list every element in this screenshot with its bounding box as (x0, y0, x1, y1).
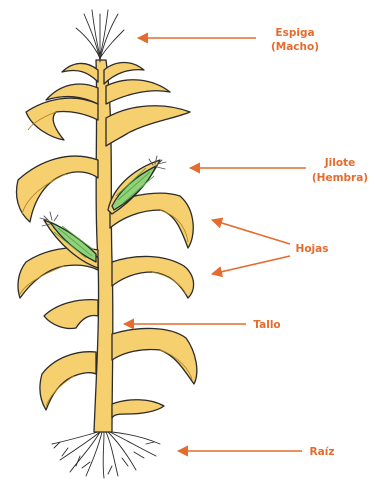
label-tallo: Tallo (253, 319, 280, 331)
label-espiga: Espiga (275, 27, 314, 39)
labels: Espiga (Macho) Jilote (Hembra) Hojas Tal… (253, 27, 368, 458)
roots (52, 432, 160, 478)
label-hojas: Hojas (296, 243, 329, 255)
arrows (124, 38, 306, 451)
label-espiga-sub: (Macho) (271, 41, 319, 53)
left-arrow-icon (212, 220, 290, 244)
label-raiz: Raíz (310, 446, 335, 458)
label-jilote-sub: (Hembra) (312, 172, 368, 184)
tassel (76, 10, 124, 62)
left-arrow-icon (212, 256, 290, 274)
label-jilote: Jilote (324, 157, 355, 169)
